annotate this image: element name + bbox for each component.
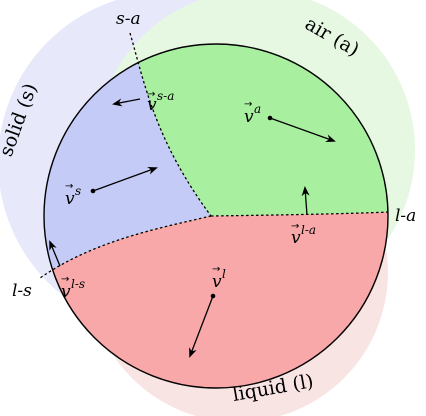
interface-liquid-air <box>210 211 391 217</box>
svg-text:a: a <box>254 102 261 116</box>
solid-velocity-arrow <box>92 166 158 192</box>
svg-text:v: v <box>147 95 157 115</box>
svg-text:l: l <box>222 267 226 281</box>
svg-text:s: s <box>75 184 81 198</box>
svg-text:v: v <box>212 272 222 292</box>
air-velocity-arrow <box>269 117 336 143</box>
liquid-velocity-label: → v l <box>212 264 226 292</box>
svg-text:l-a: l-a <box>301 223 316 237</box>
liquid-velocity-arrow <box>189 295 214 358</box>
air-velocity-label: → v a <box>244 99 261 127</box>
svg-text:s-a: s-a <box>157 89 174 103</box>
solid-air-velocity-label: → v s-a <box>147 89 174 115</box>
svg-text:→: → <box>291 221 299 232</box>
svg-text:→: → <box>65 181 73 192</box>
junction-label-l-s: l-s <box>12 281 32 301</box>
solid-air-velocity-arrow <box>112 98 141 107</box>
svg-text:→: → <box>147 89 155 100</box>
junction-label-s-a: s-a <box>116 9 141 29</box>
interface-liquid-solid <box>39 215 212 279</box>
liquid-air-velocity-arrow <box>301 186 310 216</box>
svg-text:v: v <box>65 189 75 209</box>
svg-text:→: → <box>212 264 220 275</box>
liquid-solid-velocity-arrow <box>49 240 61 267</box>
solid-velocity-label: → v s <box>65 181 81 209</box>
interface-solid-air <box>129 32 212 217</box>
liquid-solid-velocity-label: → v l-s <box>61 274 85 302</box>
svg-text:v: v <box>291 228 301 248</box>
junction-label-l-a: l-a <box>395 206 416 226</box>
svg-text:l-s: l-s <box>71 277 85 291</box>
svg-text:v: v <box>61 282 71 302</box>
svg-text:→: → <box>244 99 252 110</box>
domain-boundary <box>43 43 389 389</box>
svg-text:→: → <box>61 274 69 285</box>
svg-text:v: v <box>244 107 254 127</box>
liquid-air-velocity-label: → v l-a <box>291 221 316 248</box>
